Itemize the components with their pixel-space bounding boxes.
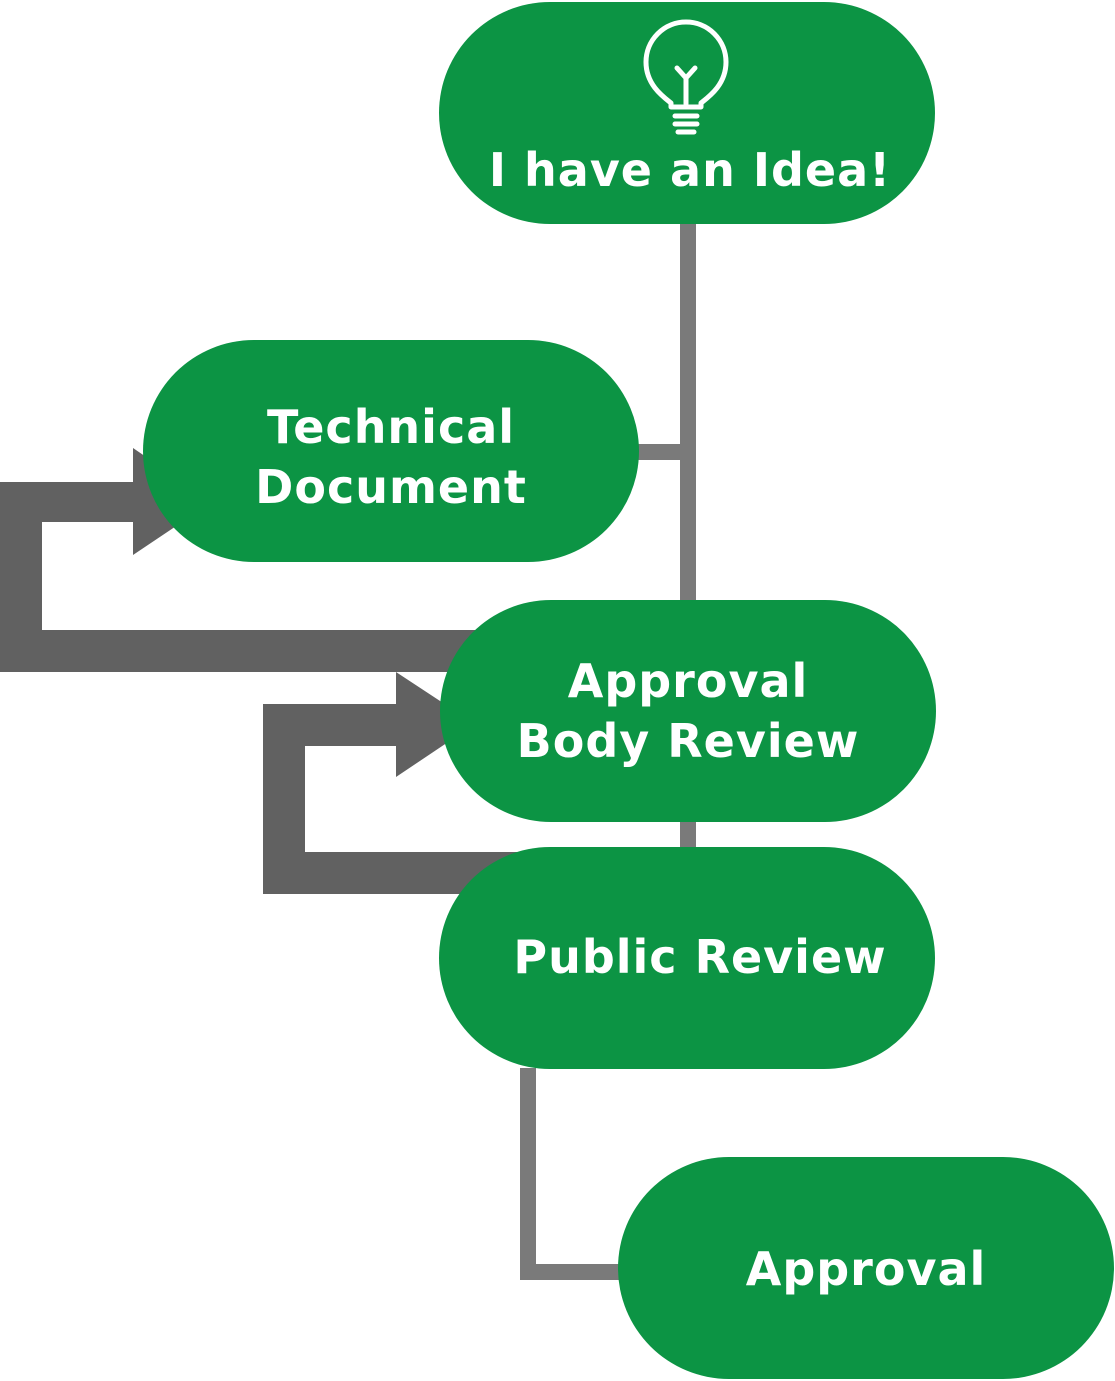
- node-technical-document-label-line1: Technical: [267, 400, 515, 454]
- node-approval-body-review-shape: [440, 600, 936, 822]
- node-approval: Approval: [618, 1157, 1114, 1379]
- node-approval-label: Approval: [746, 1242, 987, 1296]
- node-approval-body-review-label-line1: Approval: [568, 654, 809, 708]
- node-idea: I have an Idea!: [439, 2, 935, 224]
- node-idea-shape: [439, 2, 935, 224]
- connector-public-review-to-approval: [520, 1068, 622, 1280]
- node-idea-label: I have an Idea!: [489, 143, 891, 197]
- node-approval-body-review: Approval Body Review: [440, 600, 936, 822]
- feedback-arrow-to-technical-document: [0, 448, 500, 672]
- node-technical-document-shape: [143, 340, 639, 562]
- node-public-review: Public Review: [439, 847, 935, 1069]
- node-approval-shape: [618, 1157, 1114, 1379]
- node-public-review-shape: [439, 847, 935, 1069]
- connectors: [520, 224, 696, 1280]
- node-technical-document-label-line2: Document: [255, 460, 527, 514]
- node-public-review-label: Public Review: [513, 930, 886, 984]
- lightbulb-icon: [643, 19, 729, 135]
- node-technical-document: Technical Document: [143, 340, 639, 562]
- node-approval-body-review-label-line2: Body Review: [517, 714, 860, 768]
